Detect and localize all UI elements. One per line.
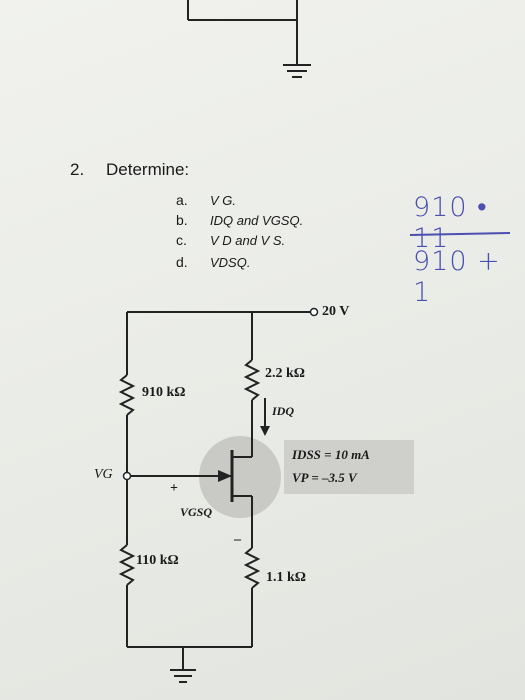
drain-current-label: IDQ [272, 404, 295, 418]
jfet-shading [199, 436, 281, 518]
part-letter-b: b. [176, 212, 188, 228]
r-drain-label: 2.2 kΩ [265, 366, 305, 381]
handwritten-denominator: 910 + 1 [413, 246, 501, 308]
jfet-spec-box [284, 440, 414, 494]
part-letter-d: d. [176, 254, 188, 270]
part-text-c: V D and V S. [210, 233, 286, 248]
vgs-minus-sign: – [234, 532, 241, 547]
fraction-bar [409, 232, 511, 236]
question-title: Determine: [106, 160, 190, 179]
question-number: 2. [70, 160, 85, 179]
r-source-label: 1.1 kΩ [266, 570, 306, 585]
part-letter-c: c. [176, 232, 187, 248]
supply-voltage-label: 20 V [322, 304, 350, 319]
previous-circuit-fragment [187, 0, 311, 78]
part-text-a: V G. [210, 193, 237, 208]
gate-node [122, 471, 132, 481]
spec-vp: VP = –3.5 V [292, 470, 357, 485]
handwritten-numerator: 910 • 11 [413, 192, 488, 254]
gate-node-label: VG [94, 467, 113, 482]
r-gate-top-label: 910 kΩ [142, 385, 186, 400]
r-gate-bottom-label: 110 kΩ [136, 553, 179, 568]
part-text-d: VDSQ. [210, 255, 251, 270]
vgs-label: VGSQ [180, 505, 213, 519]
gate-arrow [218, 470, 232, 482]
vgs-plus-sign: + [170, 481, 178, 496]
circuit-wires [118, 311, 310, 683]
spec-idss: IDSS = 10 mA [292, 447, 370, 462]
supply-terminal [309, 307, 319, 317]
part-text-b: IDQ and VGSQ. [210, 213, 304, 228]
current-arrow [260, 426, 270, 436]
part-letter-a: a. [176, 192, 188, 208]
